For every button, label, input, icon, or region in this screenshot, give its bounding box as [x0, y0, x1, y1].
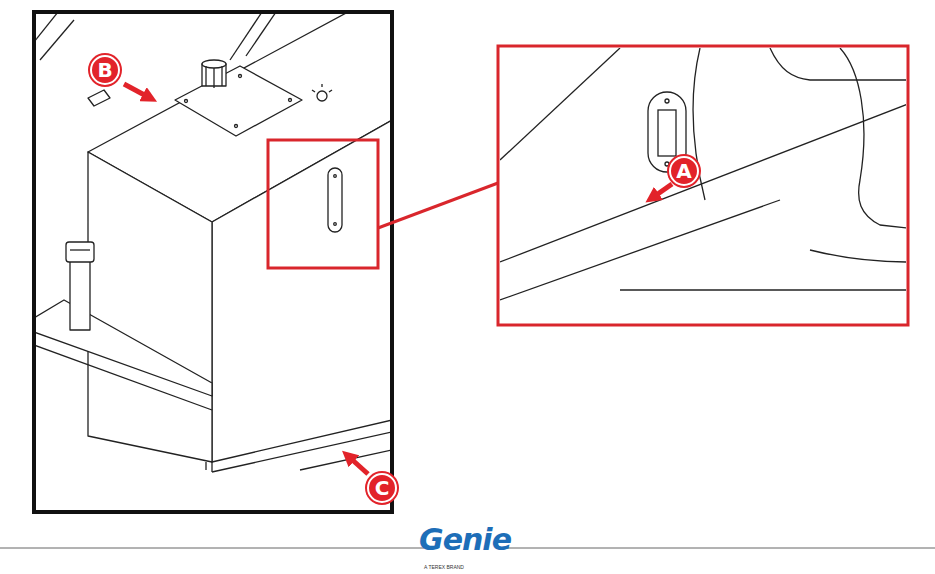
illustration-shape — [66, 242, 94, 262]
illustration-shape — [235, 125, 238, 128]
illustration-shape — [289, 99, 292, 102]
illustration-shape — [652, 184, 672, 198]
illustration-shape — [230, 14, 262, 60]
brand-logo: Genie — [419, 525, 511, 555]
illustration-shape — [88, 90, 110, 106]
callout-letter: B — [97, 60, 112, 80]
illustration-shape — [328, 168, 342, 232]
illustration-shape — [378, 183, 498, 228]
illustration-shape — [498, 46, 908, 325]
illustration-shape — [770, 48, 906, 80]
illustration-shape — [0, 548, 424, 549]
illustration-shape — [658, 110, 676, 156]
illustration-shape — [88, 152, 212, 462]
callout-circle: B — [90, 55, 120, 85]
illustration-shape — [36, 345, 212, 410]
illustration-shape — [70, 249, 90, 250]
illustration-shape — [665, 99, 669, 103]
illustration-shape — [620, 289, 906, 290]
illustration-shape — [268, 140, 378, 268]
illustration-shape — [211, 462, 212, 472]
illustration-shape — [810, 250, 906, 262]
illustration-shape — [175, 66, 302, 136]
illustration-shape — [500, 48, 906, 300]
illustration-shape — [40, 20, 74, 60]
illustration-shape — [334, 175, 337, 178]
illustration-shape — [212, 120, 390, 462]
illustration-shape — [500, 104, 906, 262]
illustration-shape — [36, 14, 58, 42]
illustration-shape — [212, 432, 390, 472]
callout-circle: A — [669, 156, 699, 186]
illustration-shape — [500, 48, 620, 160]
callout-letter: A — [676, 161, 691, 181]
illustration-shape — [348, 456, 368, 474]
illustration-shape — [185, 100, 188, 103]
illustration-shape — [500, 200, 780, 300]
illustration-shape — [246, 14, 276, 56]
illustration-shape — [312, 90, 315, 92]
illustration-shape — [317, 91, 327, 101]
callout-circle: C — [367, 473, 397, 503]
illustration-shape — [221, 66, 222, 86]
illustration-shape — [36, 300, 212, 396]
illustration-shape — [506, 548, 935, 549]
illustration-shape — [239, 75, 242, 78]
illustration-shape — [334, 223, 337, 226]
illustration-shape — [124, 84, 150, 98]
illustration-shape — [36, 14, 390, 472]
illustration-shape — [34, 12, 392, 512]
illustration-shape — [840, 48, 906, 228]
illustration-shape — [321, 84, 322, 87]
illustration-shape — [70, 258, 90, 330]
callout-letter: C — [375, 478, 390, 498]
illustration-shape — [205, 462, 206, 470]
illustration-shape — [213, 68, 214, 88]
illustration-shape — [300, 450, 390, 470]
illustration-shape — [329, 90, 332, 92]
brand-tagline: A TEREX BRAND — [424, 565, 464, 570]
illustration-shape — [665, 162, 669, 166]
illustration-shape — [205, 66, 206, 86]
